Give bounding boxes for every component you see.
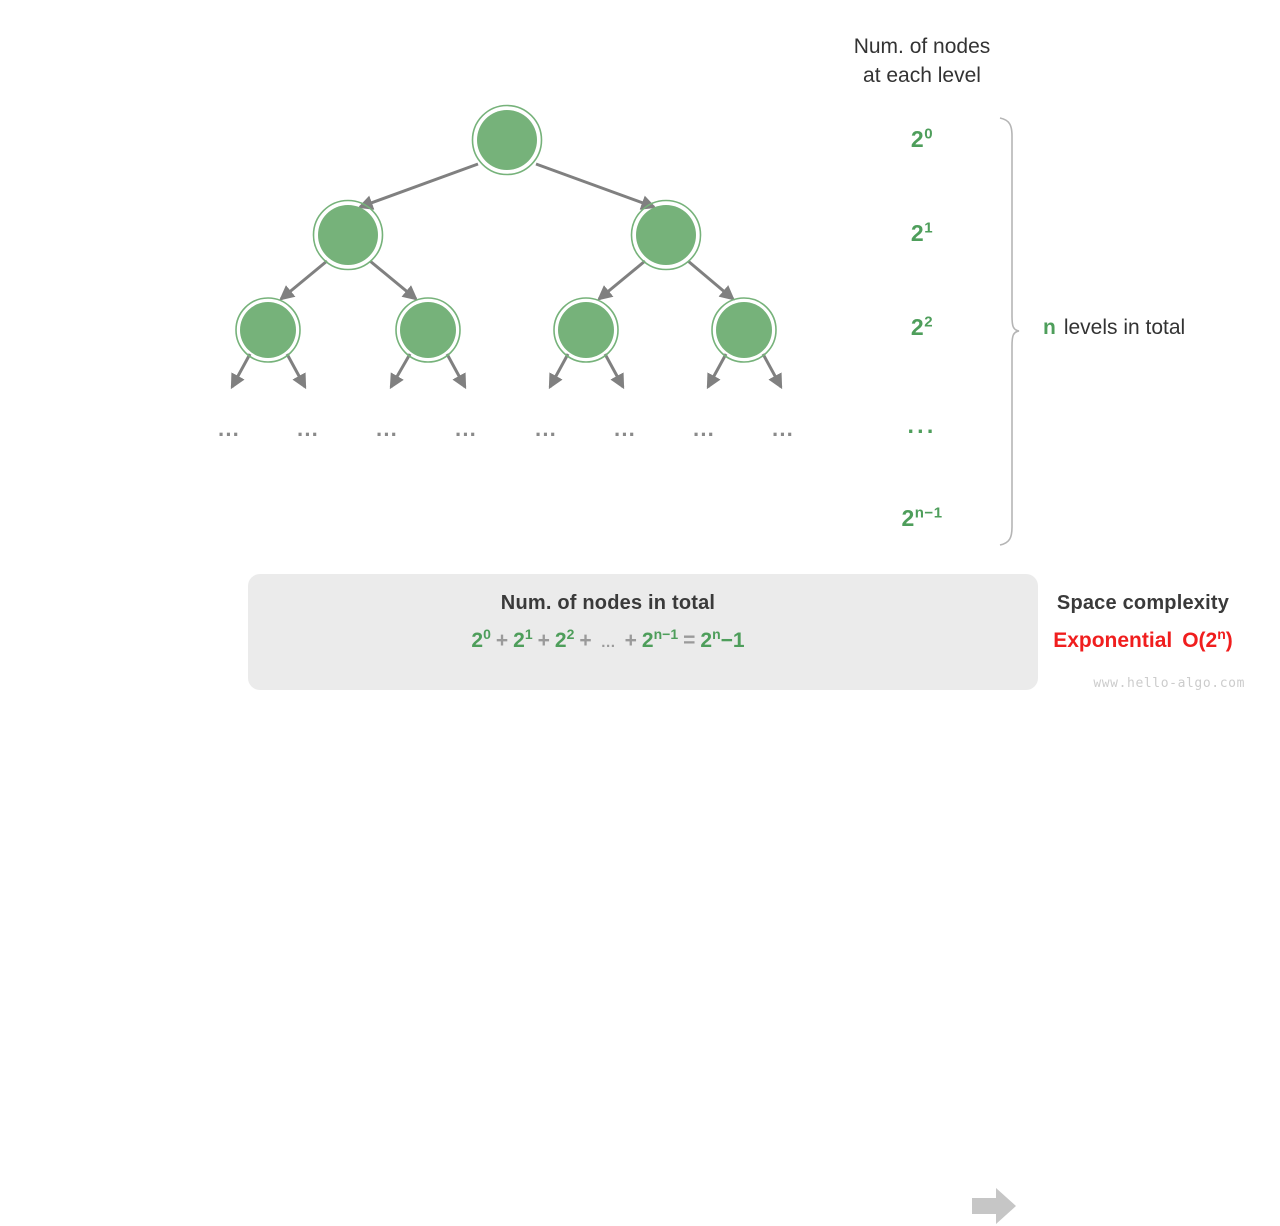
level-count-base: 2 xyxy=(910,126,925,152)
tree-node-l2-0 xyxy=(235,297,301,363)
levels-total-text: levels in total xyxy=(1063,316,1186,339)
edge-l2b-right xyxy=(445,353,467,390)
formula-result: 2n−1 xyxy=(700,626,745,652)
edge-l1b-left xyxy=(597,259,646,301)
formula-term-last: 2n−1 xyxy=(641,626,679,652)
tree-ellipsis: ··· xyxy=(772,422,794,447)
formula-term-2: 22 xyxy=(554,626,575,652)
formula-term-base: 2 xyxy=(513,629,525,652)
summary-left-heading: Num. of nodes in total xyxy=(500,592,716,614)
level-count-exponent: n−1 xyxy=(914,504,943,522)
level-count-label-0: 20 xyxy=(847,126,997,153)
tree-ellipsis: ··· xyxy=(376,422,398,447)
edge-l2a-right xyxy=(285,353,307,390)
edge-l2b-left xyxy=(389,353,412,390)
tree-node-root xyxy=(471,104,543,176)
tree-ellipsis: ··· xyxy=(218,422,240,447)
tree-ellipsis: ··· xyxy=(614,422,636,447)
summary-right-heading: Space complexity xyxy=(1056,592,1230,614)
tree-nodes xyxy=(235,104,777,363)
formula-plus: + xyxy=(624,629,637,652)
formula-term-exponent: 1 xyxy=(524,626,533,642)
edge-l2d-right xyxy=(761,353,783,390)
summary-complexity-result: Exponential O(2n) xyxy=(1018,626,1268,653)
edge-l2c-left xyxy=(548,353,570,390)
formula-plus: + xyxy=(495,629,509,652)
summary-right-group: Space complexity Exponential O(2n) xyxy=(1018,592,1268,653)
tree-node-l2-1 xyxy=(395,297,461,363)
tree-node-l2-3 xyxy=(711,297,777,363)
tree-ellipsis: ··· xyxy=(693,422,715,447)
complexity-notation-suffix: ) xyxy=(1225,629,1233,652)
level-count-label-2: 22 xyxy=(847,314,997,341)
level-count-base: 2 xyxy=(910,220,925,246)
level-count-base: 2 xyxy=(910,314,925,340)
column-header-title: Num. of nodes at each level xyxy=(853,35,991,87)
formula-result-suffix: −1 xyxy=(720,629,745,652)
binary-tree-graphic: ··· ··· ··· ··· ··· ··· ··· ··· xyxy=(218,104,1020,546)
formula-term-exponent: 2 xyxy=(566,626,575,642)
tree-node-l1-1 xyxy=(630,199,702,271)
levels-total-symbol: n xyxy=(1043,316,1056,339)
tree-edges xyxy=(230,162,783,390)
formula-term-1: 21 xyxy=(513,626,533,652)
complexity-notation: O(2n) xyxy=(1182,626,1233,652)
tree-ellipsis: ··· xyxy=(535,422,557,447)
summary-box: Num. of nodes in total 20+21+22+…+2n−1=2… xyxy=(248,574,1233,1224)
edge-l2a-left xyxy=(230,353,252,390)
tree-ellipsis: ··· xyxy=(455,422,477,447)
formula-result-base: 2 xyxy=(700,629,713,652)
formula-term-base: 2 xyxy=(471,629,484,652)
summary-formula: 20+21+22+…+2n−1=2n−1 xyxy=(258,626,958,653)
formula-term-exponent: 0 xyxy=(483,626,491,642)
right-block-arrow-icon xyxy=(972,1188,1016,1224)
formula-term-0: 20 xyxy=(471,626,491,652)
level-count-exponent: 1 xyxy=(924,219,934,237)
level-count-base: 2 xyxy=(901,505,915,531)
edge-l1b-right xyxy=(687,259,735,301)
edge-l1a-right xyxy=(369,259,418,301)
level-count-label-n-1: 2n−1 xyxy=(847,505,997,532)
formula-result-exponent: n xyxy=(712,626,721,642)
tree-node-l1-0 xyxy=(312,199,384,271)
watermark: www.hello-algo.com xyxy=(1093,676,1245,691)
formula-term-exponent: n−1 xyxy=(653,626,679,642)
formula-term-base: 2 xyxy=(554,629,567,652)
level-count-exponent: 2 xyxy=(924,313,934,331)
levels-total-note: n levels in total xyxy=(1043,316,1185,340)
formula-plus: + xyxy=(579,629,592,652)
edge-root-right xyxy=(535,162,657,210)
edge-l1a-left xyxy=(279,259,328,301)
complexity-label: Exponential xyxy=(1053,629,1173,652)
level-count-exponent: 0 xyxy=(924,125,934,143)
formula-plus: + xyxy=(537,629,550,652)
summary-left-group: Num. of nodes in total 20+21+22+…+2n−1=2… xyxy=(258,592,958,653)
level-count-label-ellipsis: ··· xyxy=(847,418,997,445)
level-count-label-1: 21 xyxy=(847,220,997,247)
levels-brace xyxy=(999,117,1020,546)
tree-ellipsis-row: ··· ··· ··· ··· ··· ··· ··· ··· xyxy=(218,422,794,447)
level-count-base: ··· xyxy=(907,418,937,444)
tree-ellipsis: ··· xyxy=(297,422,319,447)
formula-equals: = xyxy=(683,629,696,652)
complexity-notation-prefix: O(2 xyxy=(1182,629,1218,652)
edge-root-left xyxy=(357,162,479,210)
edge-l2c-right xyxy=(603,353,625,390)
formula-term-base: 2 xyxy=(641,629,654,652)
tree-node-l2-2 xyxy=(553,297,619,363)
complexity-notation-exponent: n xyxy=(1217,626,1226,642)
edge-l2d-left xyxy=(706,353,728,390)
formula-ellipsis: … xyxy=(600,634,616,651)
diagram-canvas: ··· ··· ··· ··· ··· ··· ··· ··· Num. of … xyxy=(218,35,1245,1224)
